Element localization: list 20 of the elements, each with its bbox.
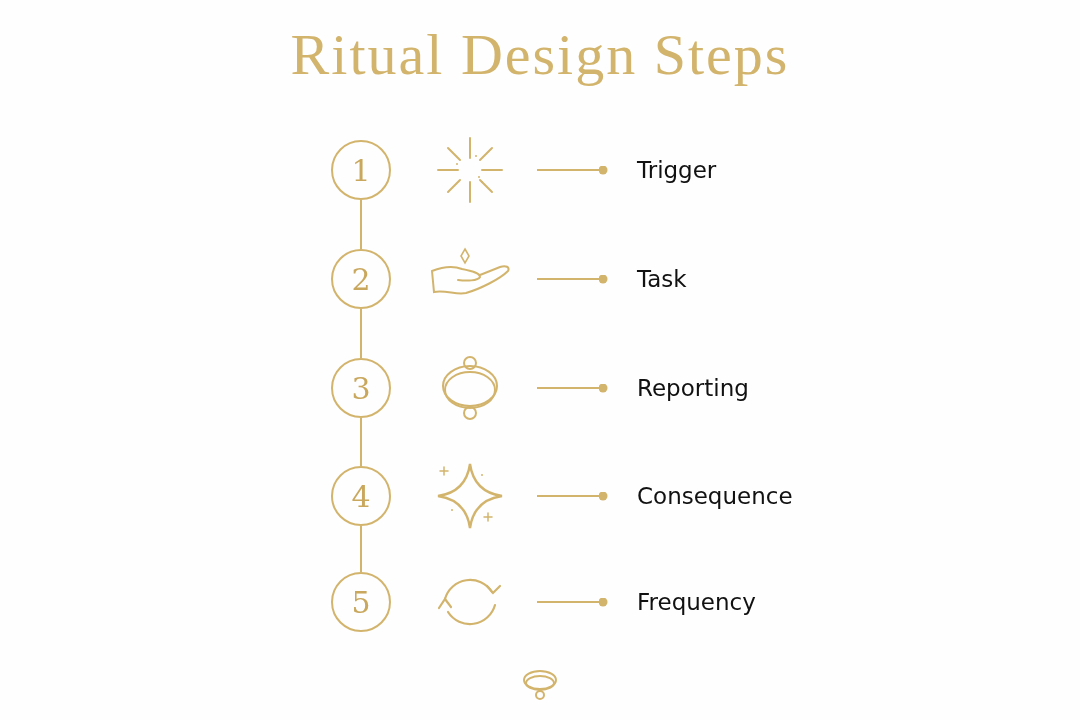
connector-line — [536, 383, 608, 393]
connector-line — [360, 308, 362, 359]
step-label: Frequency — [603, 587, 756, 617]
step-label: Reporting — [603, 373, 749, 403]
connector-line — [536, 597, 608, 607]
step-number-circle: 1 — [331, 140, 391, 200]
connector-line — [360, 525, 362, 573]
step-label: Consequence — [603, 481, 793, 511]
connector-line — [536, 274, 608, 284]
step-number-circle: 2 — [331, 249, 391, 309]
connector-line — [536, 165, 608, 175]
step-number-circle: 3 — [331, 358, 391, 418]
step-label: Trigger — [603, 155, 717, 185]
step-number-circle: 4 — [331, 466, 391, 526]
connector-line — [360, 417, 362, 467]
connector-line — [536, 491, 608, 501]
title: Ritual Design Steps — [289, 26, 791, 84]
step-label: Task — [603, 264, 687, 294]
connector-line — [360, 199, 362, 250]
step-number-circle: 5 — [331, 572, 391, 632]
